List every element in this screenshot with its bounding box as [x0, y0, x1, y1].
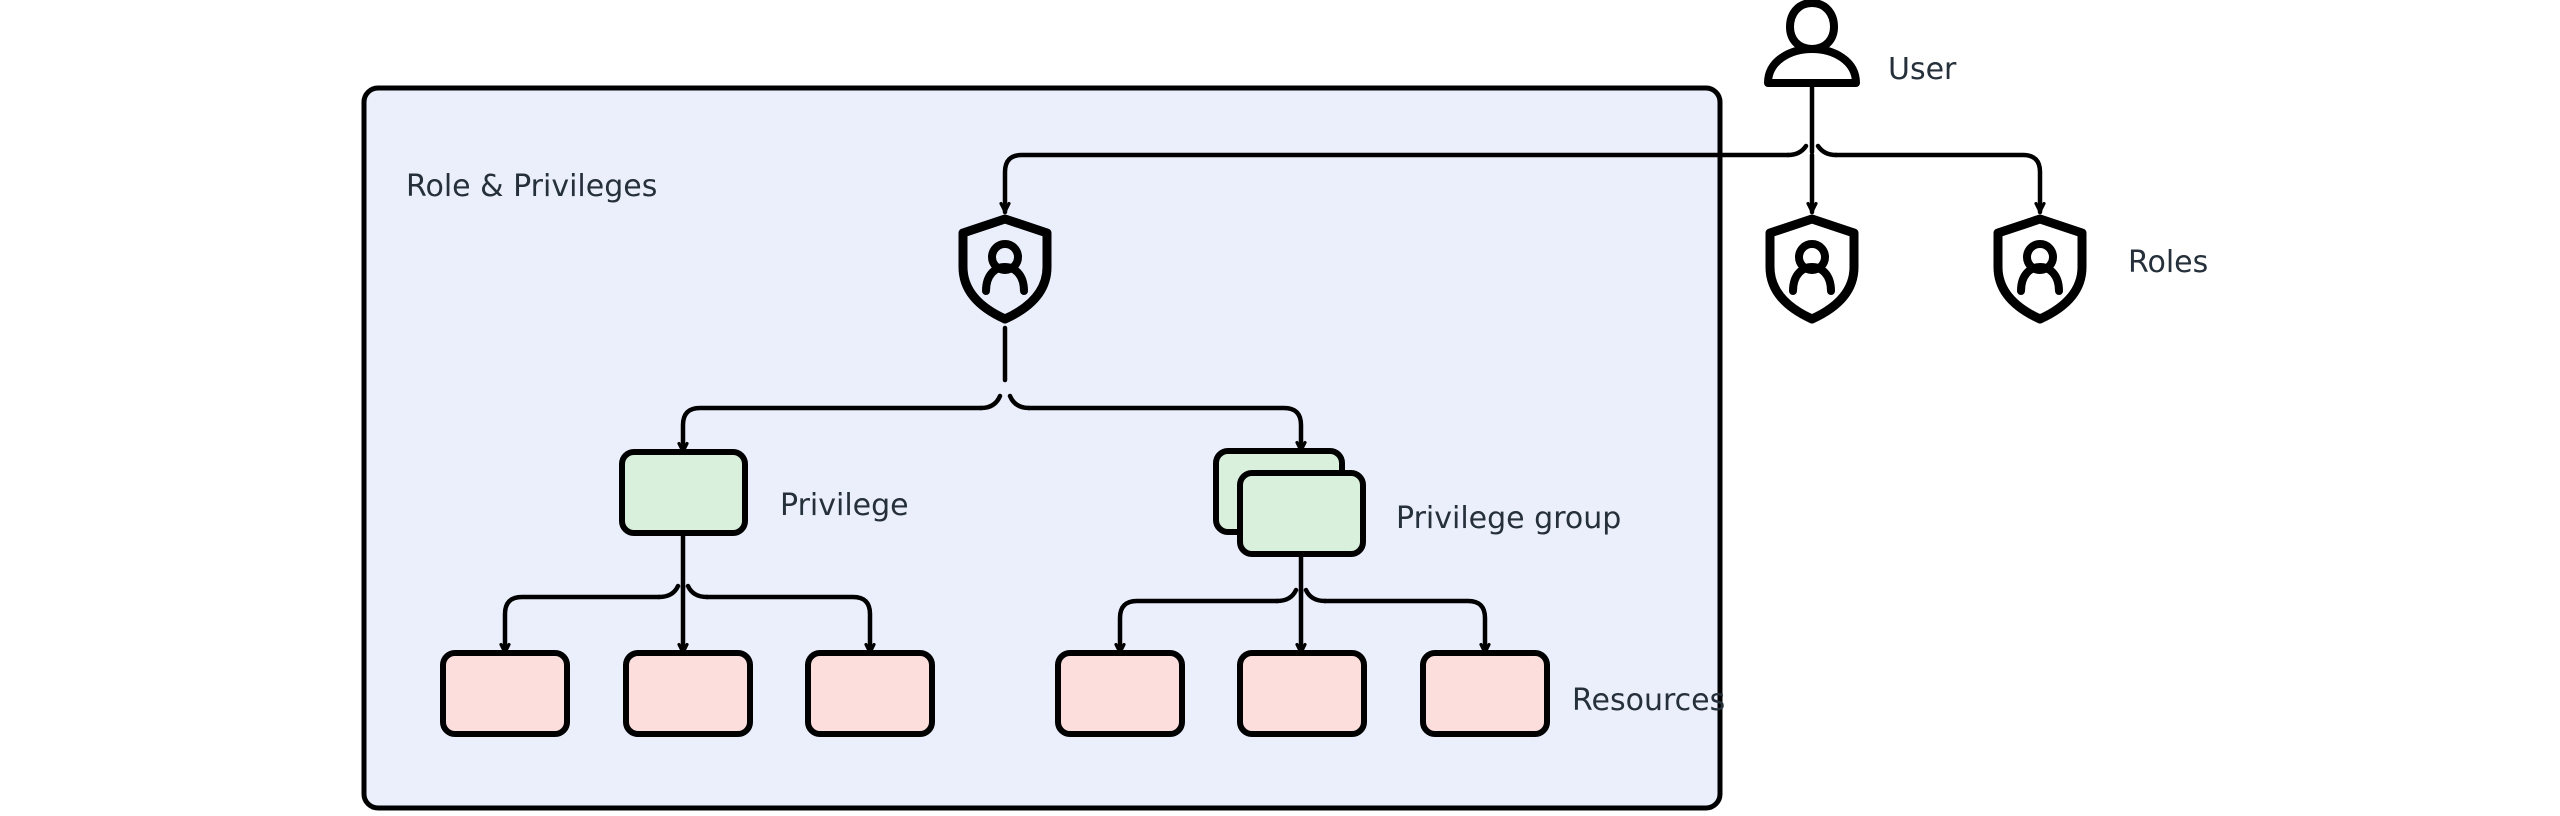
resource-box-1[interactable] — [440, 650, 570, 737]
role-3-shield-icon — [1993, 214, 2087, 324]
user-label: User — [1888, 52, 1957, 87]
privilege-group-box-front[interactable] — [1237, 470, 1366, 557]
user-icon — [1764, 0, 1860, 87]
edge-privilege-group-to-resource-6 — [1322, 598, 1491, 656]
edge-privilege-to-resource-3 — [704, 594, 876, 656]
edge-privilege-to-resource-1 — [499, 594, 662, 656]
resources-label: Resources — [1572, 683, 1726, 718]
role-main-shield-icon — [958, 214, 1052, 324]
edge-privilege-group-junction — [1274, 587, 1328, 604]
resource-box-4[interactable] — [1055, 650, 1185, 737]
container-title: Role & Privileges — [406, 169, 658, 204]
edge-rolemain-to-privilege-group — [1026, 405, 1307, 454]
privilege-label: Privilege — [780, 488, 909, 523]
edge-rolemain-junction — [978, 393, 1032, 411]
role-privileges-container — [361, 85, 1723, 811]
resource-box-6[interactable] — [1420, 650, 1550, 737]
resource-box-5[interactable] — [1237, 650, 1367, 737]
edge-user-to-role-main — [999, 152, 1791, 215]
roles-label: Roles — [2128, 245, 2209, 280]
edge-user-to-role-3 — [1833, 152, 2046, 215]
edge-privilege-group-to-resource-4 — [1114, 598, 1280, 656]
privilege-group-label: Privilege group — [1396, 501, 1622, 536]
edge-rolemain-to-privilege — [677, 405, 984, 455]
privilege-box[interactable] — [619, 449, 748, 536]
edge-privilege-junction — [656, 583, 710, 600]
resource-box-3[interactable] — [805, 650, 935, 737]
resource-box-2[interactable] — [623, 650, 753, 737]
role-2-shield-icon — [1765, 214, 1859, 324]
